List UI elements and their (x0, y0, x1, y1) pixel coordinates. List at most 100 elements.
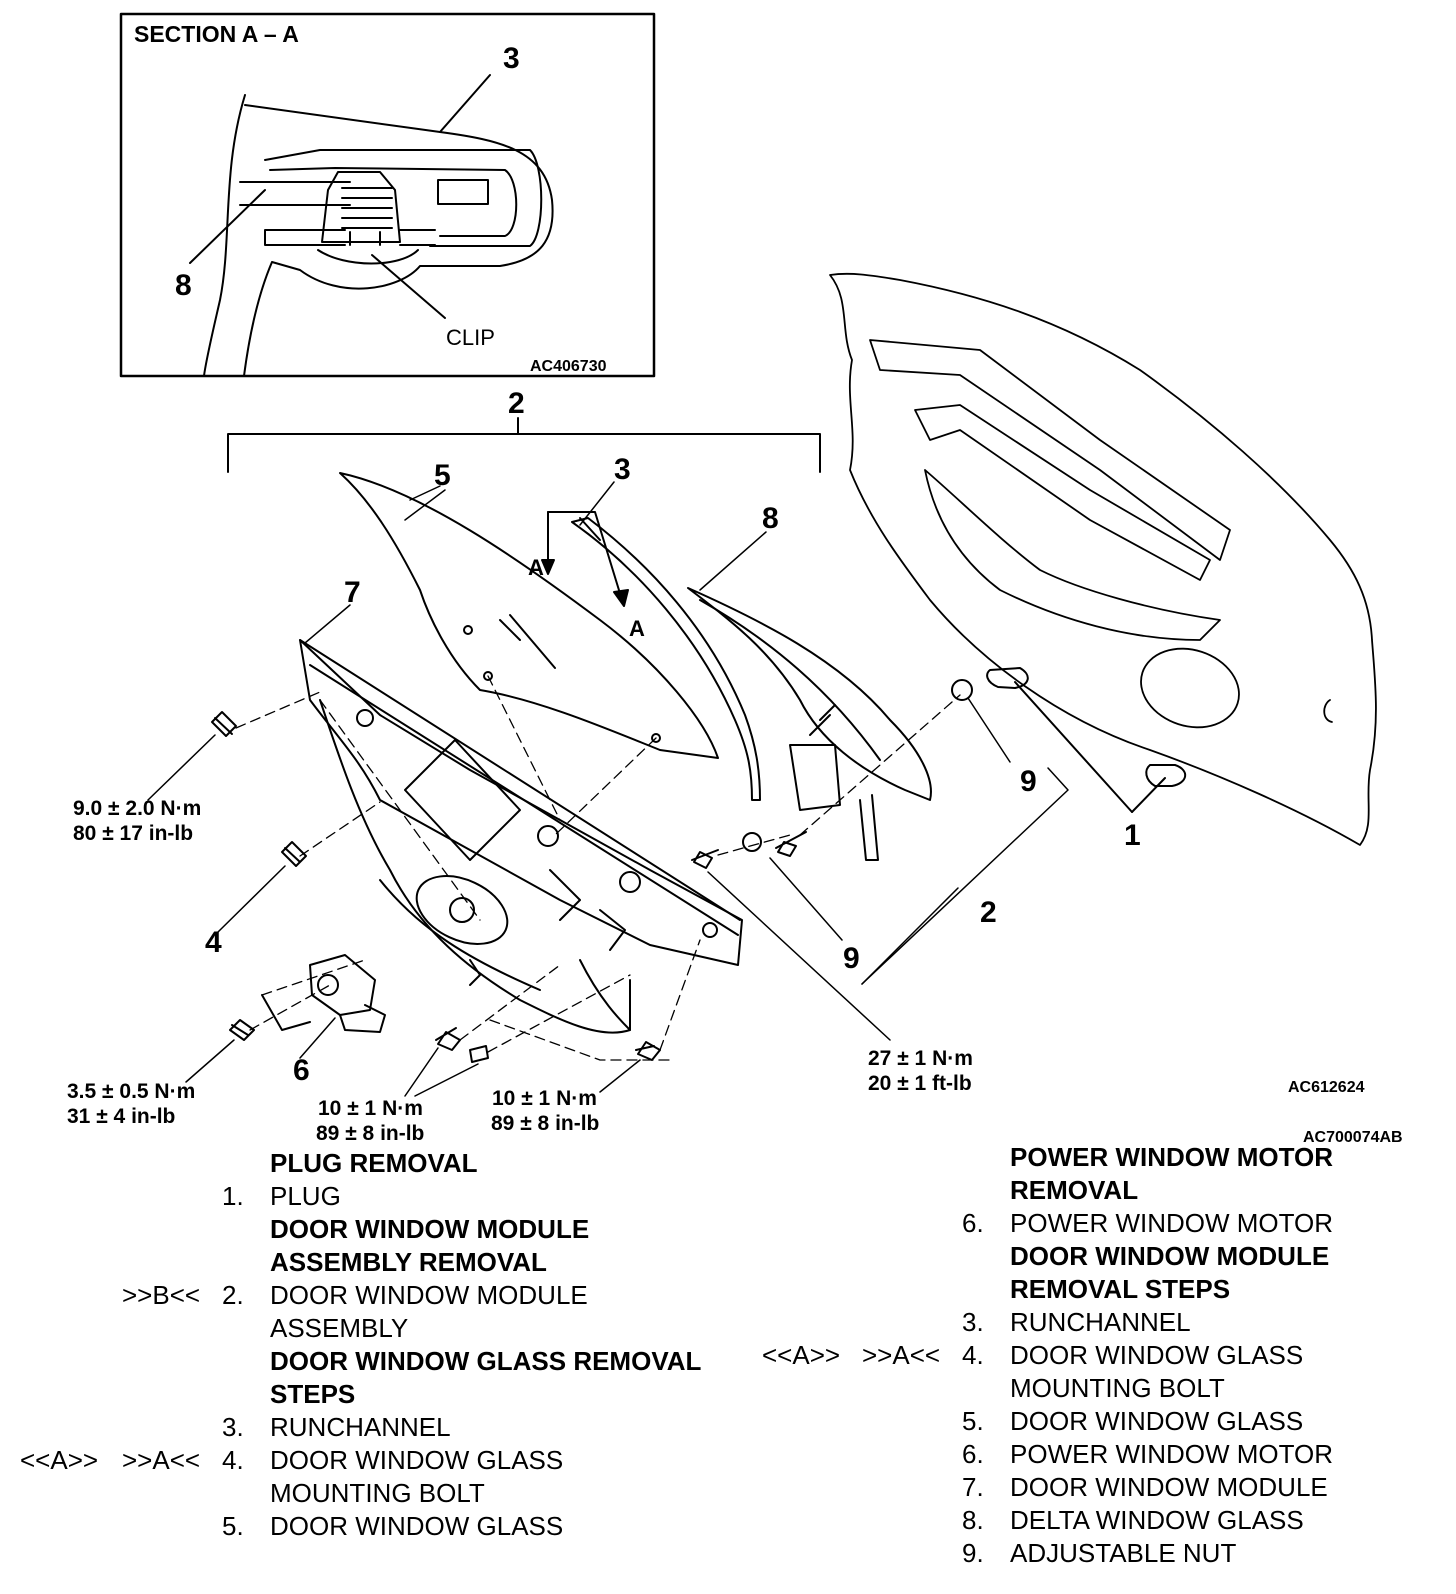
legend-note: <<A>> (20, 1445, 99, 1475)
callout-8-main: 8 (762, 502, 779, 535)
torque-1-imperial: 80 ± 17 in-lb (73, 822, 193, 845)
legend-heading: REMOVAL (740, 1174, 1456, 1207)
door-window-glass (339, 472, 719, 759)
callout-2-top: 2 (508, 387, 525, 420)
legend-number: 4. (962, 1340, 984, 1370)
legend-item: 7. DOOR WINDOW MODULE (740, 1471, 1456, 1504)
legend-heading: PLUG REMOVAL (0, 1147, 740, 1180)
callout-7: 7 (344, 576, 361, 609)
section-mark-a1: A (528, 555, 544, 580)
power-window-motor (261, 954, 386, 1033)
legend-number: 6. (962, 1208, 984, 1238)
exploded-view-diagram: SECTION A – A 3 8 CLIP AC406730 2 5 3 8 … (67, 12, 1403, 1146)
legend-heading-text: STEPS (270, 1379, 356, 1409)
legend-heading-text: DOOR WINDOW MODULE (270, 1214, 590, 1244)
legend-heading-text: DOOR WINDOW MODULE (1010, 1241, 1330, 1271)
legend-item: MOUNTING BOLT (740, 1372, 1456, 1405)
callout-3-main: 3 (614, 453, 631, 486)
callout-4: 4 (205, 926, 222, 959)
legend-item-text: MOUNTING BOLT (1010, 1373, 1225, 1403)
legend-heading-text: REMOVAL (1010, 1175, 1139, 1205)
legend-item: 9. ADJUSTABLE NUT (740, 1537, 1456, 1570)
legend-item: 6. POWER WINDOW MOTOR (740, 1207, 1456, 1240)
clip-label: CLIP (446, 325, 495, 350)
legend-item-text: DELTA WINDOW GLASS (1010, 1505, 1304, 1535)
door-window-module (299, 639, 743, 1034)
legend-number: 5. (962, 1406, 984, 1436)
legend-note: >>A<< (862, 1340, 941, 1370)
torque-3-metric: 10 ± 1 N·m (318, 1097, 423, 1120)
main-diagram-code: AC612624 (1288, 1079, 1365, 1096)
callout-8-inset: 8 (175, 269, 192, 302)
legend-item: 3.RUNCHANNEL (0, 1411, 740, 1444)
legend-heading-text: POWER WINDOW MOTOR (1010, 1142, 1334, 1172)
legend-heading: STEPS (0, 1378, 740, 1411)
torque-2-imperial: 31 ± 4 in-lb (67, 1105, 175, 1128)
legend-note: <<A>> (762, 1340, 841, 1370)
legend-heading: POWER WINDOW MOTOR (740, 1141, 1456, 1174)
callout-9-upper: 9 (1020, 765, 1037, 798)
legend-item: 5.DOOR WINDOW GLASS (740, 1405, 1456, 1438)
legend-heading: DOOR WINDOW MODULE (740, 1240, 1456, 1273)
legend-heading: ASSEMBLY REMOVAL (0, 1246, 740, 1279)
legend-number: 3. (962, 1307, 984, 1337)
callout-9-lower: 9 (843, 942, 860, 975)
figure-code: AC700074AB (1303, 1129, 1403, 1146)
section-arrows (541, 511, 629, 607)
torque-1-metric: 9.0 ± 2.0 N·m (73, 797, 201, 820)
plug-parts (986, 667, 1187, 813)
legend-item: MOUNTING BOLT (0, 1477, 740, 1510)
legend-item-text: DOOR WINDOW MODULE (1010, 1472, 1328, 1502)
callout-2-right: 2 (980, 896, 997, 929)
legend-item: 6. POWER WINDOW MOTOR (740, 1438, 1456, 1471)
leader-lines (147, 481, 1069, 1097)
callout-6: 6 (293, 1054, 310, 1087)
legend-item-text: ADJUSTABLE NUT (1010, 1538, 1237, 1568)
legend-item: 5. DOOR WINDOW GLASS (0, 1510, 740, 1543)
legend-number: 1. (222, 1181, 244, 1211)
section-code: AC406730 (530, 358, 607, 375)
legend-item: <<A>> >>A<< 4. DOOR WINDOW GLASS (0, 1444, 740, 1477)
legend-item-text: DOOR WINDOW GLASS (270, 1445, 564, 1475)
legend-item: 3. RUNCHANNEL (740, 1306, 1456, 1339)
legend-item-text: POWER WINDOW MOTOR (1010, 1208, 1334, 1238)
legend-item-text: POWER WINDOW MOTOR (1010, 1439, 1334, 1469)
legend-note: >>B<< (122, 1280, 201, 1310)
legend-item: 1.PLUG (0, 1180, 740, 1213)
door-inner-panel (829, 272, 1377, 846)
torque-4-imperial: 89 ± 8 in-lb (491, 1112, 599, 1135)
torque-4-metric: 10 ± 1 N·m (492, 1087, 597, 1110)
legend-number: 9. (962, 1538, 984, 1568)
torque-2-metric: 3.5 ± 0.5 N·m (67, 1080, 195, 1103)
legend-item-text: DOOR WINDOW GLASS (270, 1511, 564, 1541)
legend-number: 7. (962, 1472, 984, 1502)
legend-item-text: ASSEMBLY (270, 1313, 409, 1343)
legend-number: 5. (222, 1511, 244, 1541)
legend-number: 2. (222, 1280, 244, 1310)
legend-note: >>A<< (122, 1445, 201, 1475)
legend-heading-text: DOOR WINDOW GLASS REMOVAL (270, 1346, 702, 1376)
legend-number: 6. (962, 1439, 984, 1469)
module-assembly-bracket (227, 417, 821, 473)
torque-3-imperial: 89 ± 8 in-lb (316, 1122, 424, 1145)
legend-heading-text: REMOVAL STEPS (1010, 1274, 1231, 1304)
legend-item-text: DOOR WINDOW GLASS (1010, 1340, 1304, 1370)
fasteners (211, 679, 973, 1063)
legend-item: ASSEMBLY (0, 1312, 740, 1345)
legend-item-text: RUNCHANNEL (270, 1412, 451, 1442)
legend-number: 8. (962, 1505, 984, 1535)
callout-5: 5 (434, 459, 451, 492)
section-mark-a2: A (629, 616, 645, 641)
legend-item: >>B<< 2. DOOR WINDOW MODULE (0, 1279, 740, 1312)
legend-item-text: RUNCHANNEL (1010, 1307, 1191, 1337)
legend-item-text: DOOR WINDOW MODULE (270, 1280, 588, 1310)
legend-item: 8. DELTA WINDOW GLASS (740, 1504, 1456, 1537)
assembly-guide-lines (235, 675, 961, 1061)
delta-window-glass (687, 587, 932, 861)
legend-number: 4. (222, 1445, 244, 1475)
callout-3-inset: 3 (503, 42, 520, 75)
torque-5-metric: 27 ± 1 N·m (868, 1047, 973, 1070)
legend-heading: REMOVAL STEPS (740, 1273, 1456, 1306)
